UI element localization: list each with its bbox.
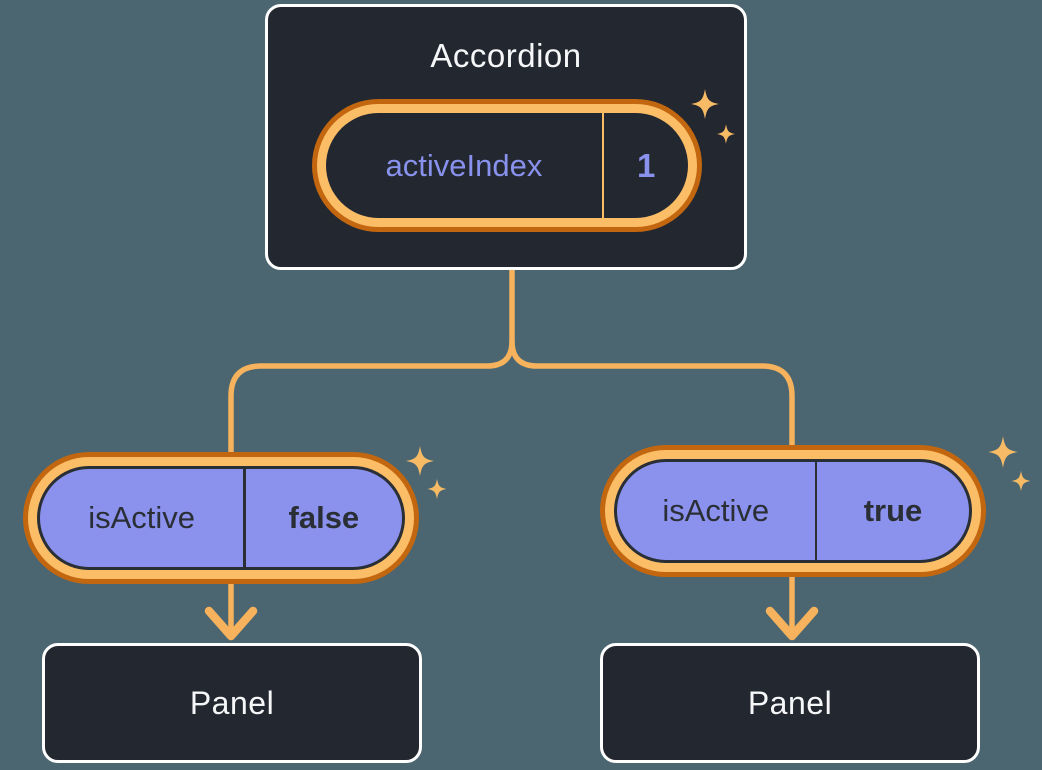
state-value-label: 1	[637, 146, 656, 184]
state-pill-inner-ring: activeIndex 1	[317, 104, 697, 227]
pill-divider	[243, 469, 246, 567]
panel-component-box-right: Panel	[600, 643, 980, 763]
sparkle-icon	[1011, 470, 1031, 492]
state-value-label: false	[288, 500, 360, 535]
sparkle-icon	[716, 124, 736, 144]
sparkle-icon	[406, 446, 434, 476]
sparkle-icon	[691, 89, 719, 119]
panel-title: Panel	[189, 684, 275, 721]
sparkle-icon	[988, 436, 1018, 468]
state-pill-isactive-left: isActive false	[23, 452, 419, 584]
arrowhead-left-icon	[204, 606, 258, 641]
panel-title: Panel	[747, 684, 833, 721]
state-name-label: activeIndex	[385, 147, 543, 183]
panel-component-box-left: Panel	[42, 643, 422, 763]
state-pill-isactive-right: isActive true	[600, 445, 986, 577]
pill-divider	[814, 462, 818, 560]
branch-line-right	[509, 340, 795, 634]
accordion-title: Accordion	[430, 37, 582, 74]
arrowhead-right-icon	[765, 606, 819, 641]
state-pill-inner-ring: isActive false	[28, 457, 414, 579]
state-pill-activeindex: activeIndex 1	[312, 99, 702, 232]
state-name-label: isActive	[662, 493, 770, 528]
state-value-label: true	[863, 493, 923, 528]
pill-divider	[601, 113, 605, 218]
state-pill-inner-ring: isActive true	[605, 450, 981, 572]
sparkle-icon	[427, 478, 447, 500]
state-name-label: isActive	[88, 500, 195, 535]
